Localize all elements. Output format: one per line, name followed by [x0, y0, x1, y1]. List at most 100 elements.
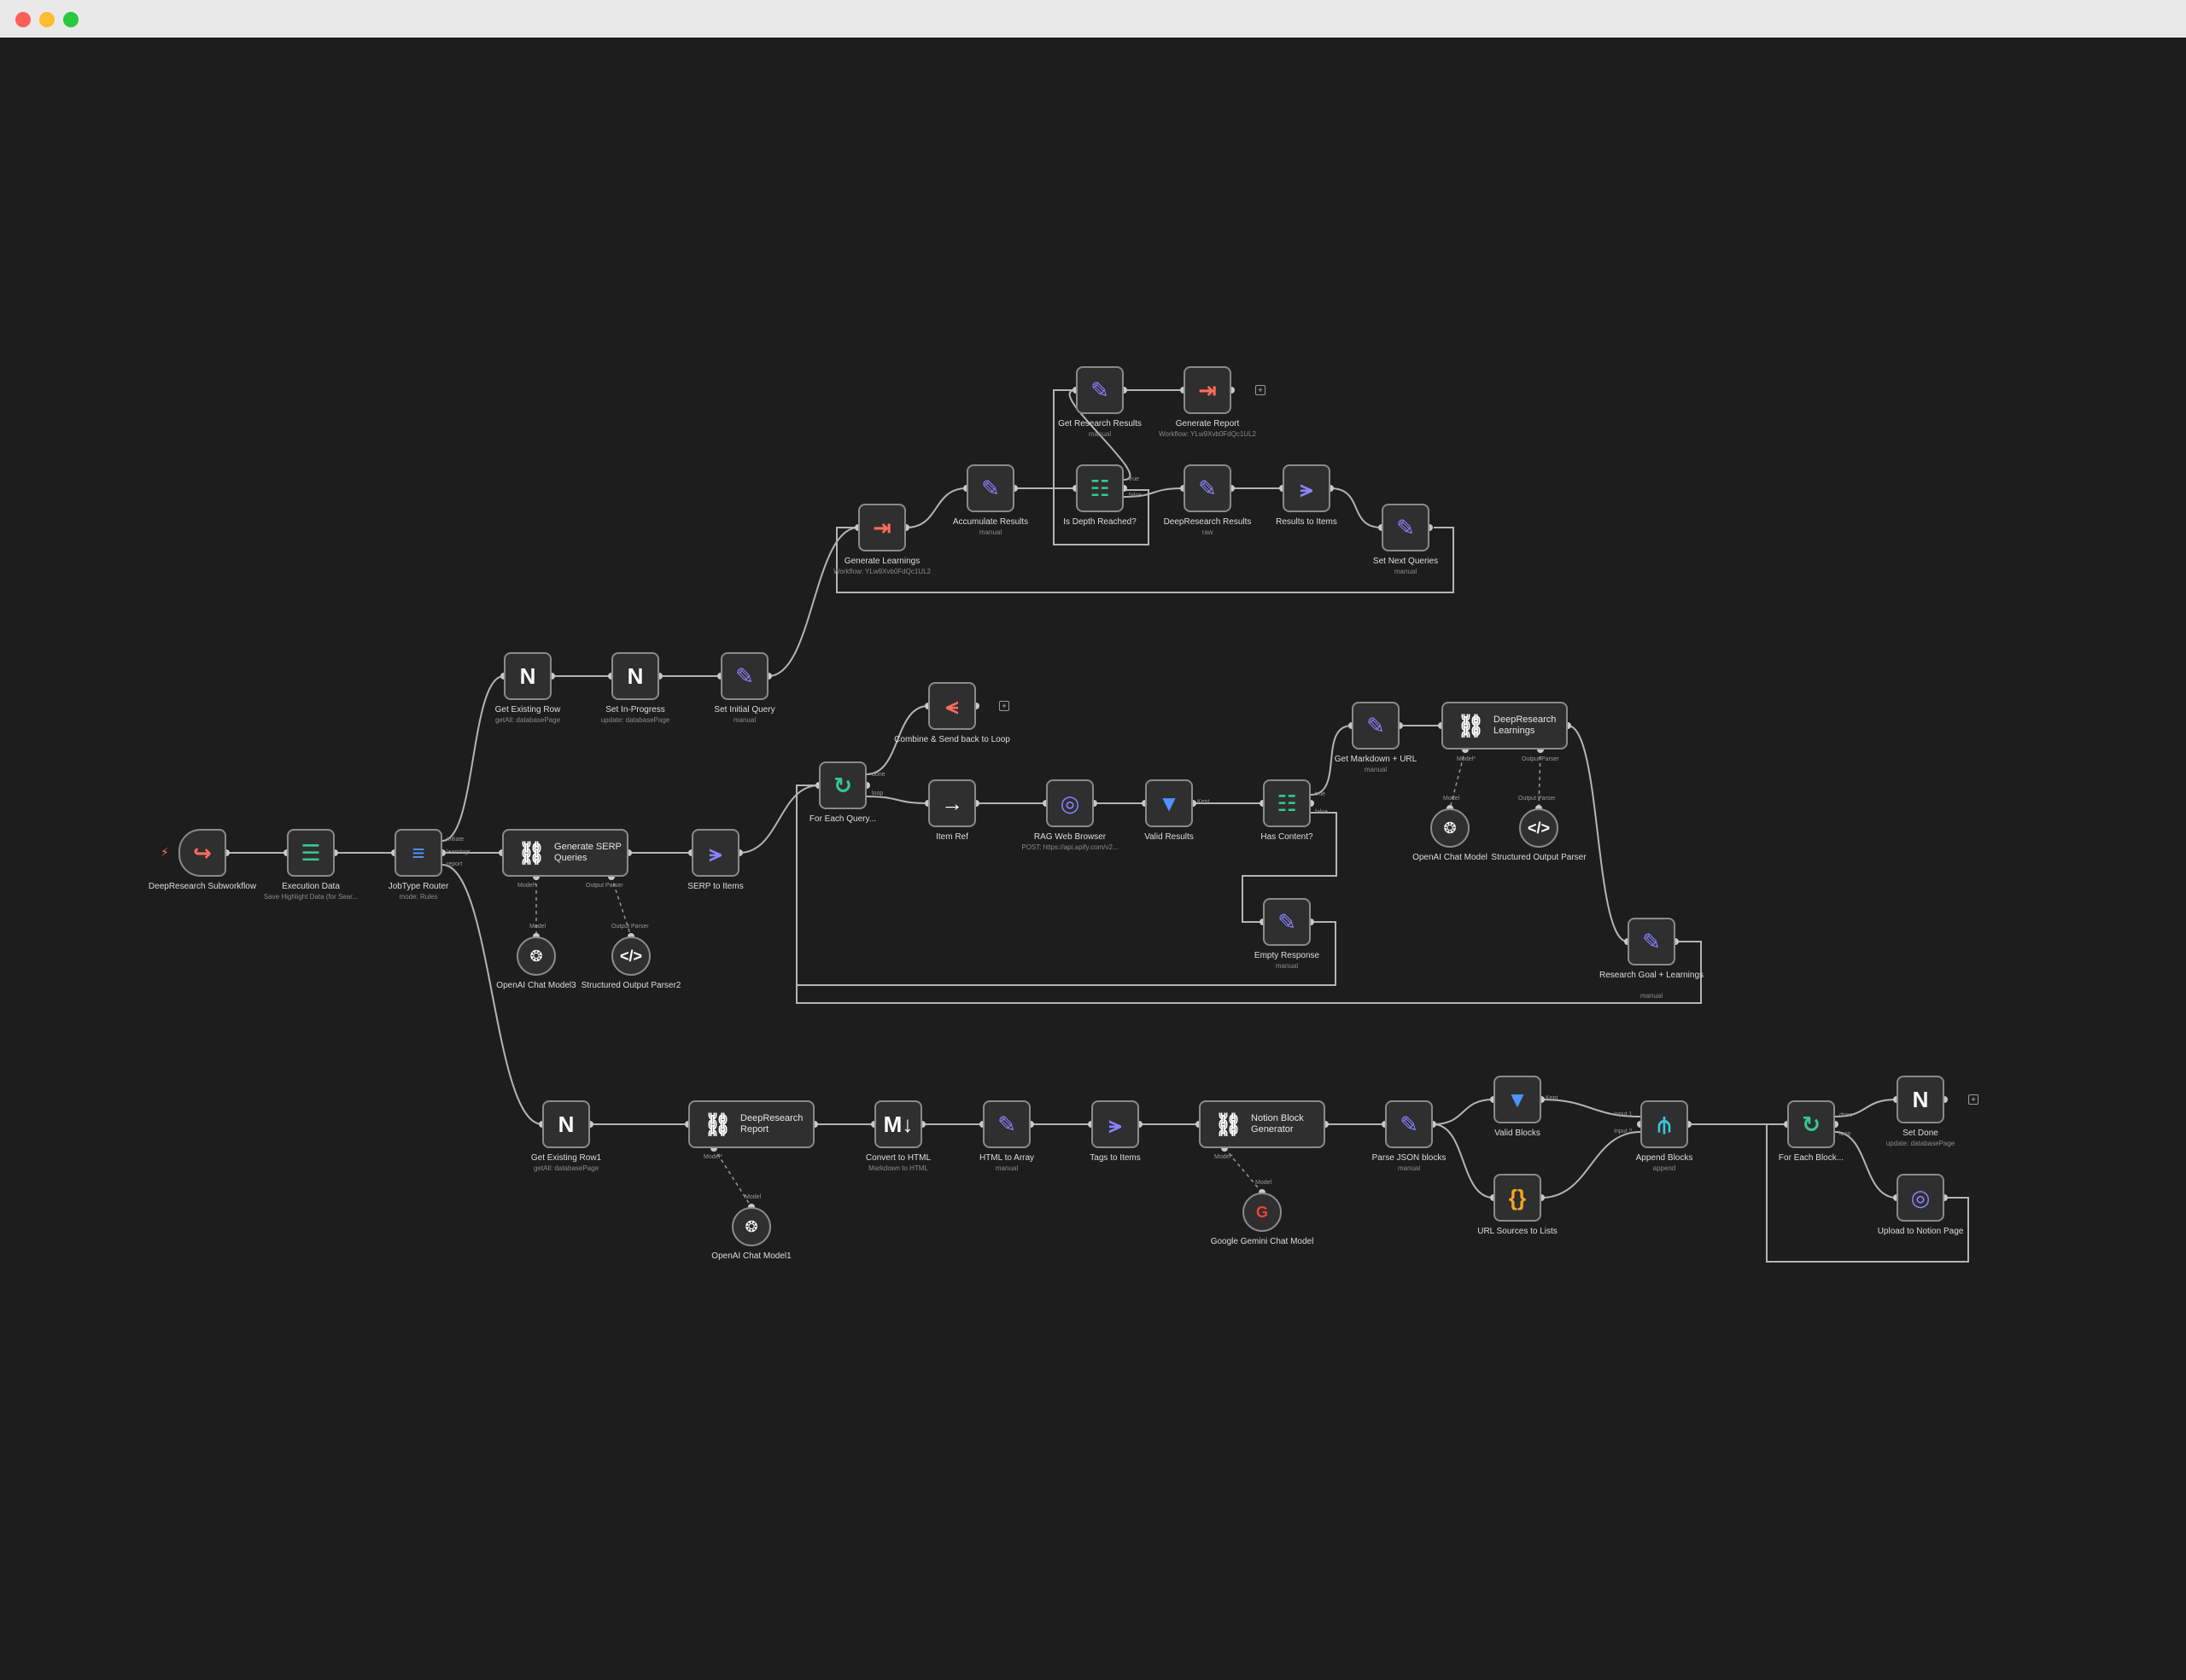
node-valid-results[interactable]: ▼	[1145, 779, 1193, 827]
node-connection[interactable]	[796, 941, 1702, 1004]
node-connection[interactable]	[1123, 487, 1184, 498]
node-subtitle: manual	[979, 529, 1002, 536]
node-structured-output-parser[interactable]: </>	[1519, 808, 1558, 848]
minimize-window-button[interactable]	[39, 12, 55, 27]
node-connection[interactable]	[1330, 487, 1382, 528]
add-node-button[interactable]: +	[1968, 1094, 1979, 1105]
node-set-done[interactable]: N	[1897, 1076, 1944, 1123]
node-google-gemini-chat-model[interactable]: G	[1242, 1193, 1282, 1232]
node-connection[interactable]	[1432, 1123, 1494, 1199]
node-research-goal-learnings[interactable]: ✎	[1628, 918, 1675, 965]
node-rag-web-browser[interactable]: ◎	[1046, 779, 1094, 827]
openai-icon: ❂	[745, 1218, 758, 1235]
node-title: Notion Block Generator	[1251, 1113, 1304, 1135]
node-label: Valid Blocks	[1494, 1129, 1540, 1138]
node-get-existing-row[interactable]: N	[504, 652, 552, 700]
node-label: Set Initial Query	[714, 705, 775, 715]
add-node-button[interactable]: +	[1255, 385, 1265, 395]
node-connection[interactable]	[1834, 1131, 1897, 1199]
node-deepresearch-results[interactable]: ✎	[1184, 464, 1231, 512]
trigger-bolt-icon: ⚡	[161, 845, 169, 859]
node-append-blocks[interactable]: ⫛	[1640, 1100, 1688, 1148]
node-get-markdown-url[interactable]: ✎	[1352, 702, 1400, 750]
node-generate-learnings[interactable]: ⇥	[858, 504, 906, 551]
node-subtitle: mode: Rules	[399, 894, 438, 901]
sub-node-connection[interactable]	[1449, 749, 1466, 809]
node-generate-serp-queries[interactable]: ⛓Generate SERP Queries	[502, 829, 628, 877]
node-label: Parse JSON blocks	[1371, 1153, 1447, 1163]
node-valid-blocks[interactable]: ▼	[1493, 1076, 1541, 1123]
node-set-in-progress[interactable]: N	[611, 652, 659, 700]
add-node-button[interactable]: +	[999, 701, 1009, 711]
node-generate-report[interactable]: ⇥	[1184, 366, 1231, 414]
node-connection[interactable]	[441, 675, 505, 842]
sub-node-connection[interactable]	[1538, 749, 1541, 809]
sub-node-connection[interactable]	[1224, 1147, 1263, 1193]
node-subtitle: POST: https://api.apify.com/v2...	[1021, 844, 1119, 851]
node-subtitle: update: databasePage	[600, 717, 670, 724]
node-connection[interactable]	[1766, 1123, 1969, 1263]
node-subtitle: manual	[733, 717, 757, 724]
node-combine-send-back[interactable]: ⪪	[928, 682, 976, 730]
node-accumulate-results[interactable]: ✎	[967, 464, 1014, 512]
node-set-initial-query[interactable]: ✎	[721, 652, 769, 700]
node-label: Generate Report	[1175, 419, 1240, 429]
node-connection[interactable]	[1242, 812, 1337, 923]
node-connection[interactable]	[1540, 1099, 1641, 1117]
node-subtitle: Markdown to HTML	[868, 1165, 928, 1172]
close-window-button[interactable]	[15, 12, 31, 27]
node-item-ref[interactable]: →	[928, 779, 976, 827]
node-deepresearch-learnings[interactable]: ⛓DeepResearch Learnings	[1441, 702, 1568, 750]
node-serp-to-items[interactable]: ⪫	[692, 829, 739, 877]
node-has-content[interactable]: ☷	[1263, 779, 1311, 827]
node-empty-response[interactable]: ✎	[1263, 898, 1311, 946]
node-connection[interactable]	[1567, 725, 1628, 942]
node-parse-json-blocks[interactable]: ✎	[1385, 1100, 1433, 1148]
node-for-each-block[interactable]: ↻	[1787, 1100, 1835, 1148]
node-label: OpenAI Chat Model1	[711, 1251, 792, 1261]
node-deepresearch-report[interactable]: ⛓DeepResearch Report	[688, 1100, 815, 1148]
node-subtitle: getAll: databasePage	[494, 717, 561, 724]
node-connection[interactable]	[836, 527, 1454, 593]
node-connection[interactable]	[1540, 1131, 1641, 1199]
node-connection[interactable]	[1834, 1099, 1897, 1117]
node-connection[interactable]	[905, 487, 967, 528]
node-for-each-query[interactable]: ↻	[819, 761, 867, 809]
node-execution-data[interactable]: ☰	[287, 829, 335, 877]
node-html-to-array[interactable]: ✎	[983, 1100, 1031, 1148]
node-connection[interactable]	[796, 785, 1336, 986]
node-results-to-items[interactable]: ⪫	[1283, 464, 1330, 512]
node-connection[interactable]	[739, 785, 820, 854]
node-jobtype-router[interactable]: ≡	[395, 829, 442, 877]
node-url-sources-to-lists[interactable]: {}	[1493, 1174, 1541, 1222]
node-label: Get Research Results	[1058, 419, 1142, 429]
node-connection[interactable]	[441, 864, 543, 1125]
node-label: JobType Router	[388, 882, 449, 891]
node-upload-to-notion-page[interactable]: ◎	[1897, 1174, 1944, 1222]
node-structured-output-parser2[interactable]: </>	[611, 936, 651, 976]
node-connection[interactable]	[1310, 725, 1353, 796]
node-get-existing-row1[interactable]: N	[542, 1100, 590, 1148]
node-connection[interactable]	[866, 705, 929, 775]
node-get-research-results[interactable]: ✎	[1076, 366, 1124, 414]
maximize-window-button[interactable]	[63, 12, 79, 27]
node-connection[interactable]	[768, 527, 859, 677]
node-notion-block-generator[interactable]: ⛓Notion Block Generator	[1199, 1100, 1325, 1148]
sub-node-connection[interactable]	[713, 1147, 752, 1208]
node-tags-to-items[interactable]: ⪫	[1091, 1100, 1139, 1148]
output-label: true	[1129, 476, 1140, 482]
node-is-depth-reached[interactable]: ☷	[1076, 464, 1124, 512]
node-connection[interactable]	[1432, 1099, 1494, 1125]
workflow-canvas[interactable]: ↪DeepResearch Subworkflow☰Execution Data…	[0, 38, 2186, 1680]
node-deepresearch-subworkflow[interactable]: ↪	[178, 829, 226, 877]
node-label: HTML to Array	[979, 1153, 1035, 1163]
node-subtitle: Workflow: YLw9Xvb0FdQc1UL2	[833, 569, 931, 575]
node-openai-chat-model3[interactable]: ❂	[517, 936, 556, 976]
node-set-next-queries[interactable]: ✎	[1382, 504, 1429, 551]
node-connection[interactable]	[1053, 389, 1149, 545]
node-openai-chat-model1[interactable]: ❂	[732, 1207, 771, 1246]
node-connection[interactable]	[866, 796, 929, 804]
node-connection[interactable]	[1068, 389, 1131, 481]
node-openai-chat-model[interactable]: ❂	[1430, 808, 1470, 848]
node-convert-to-html[interactable]: M↓	[874, 1100, 922, 1148]
